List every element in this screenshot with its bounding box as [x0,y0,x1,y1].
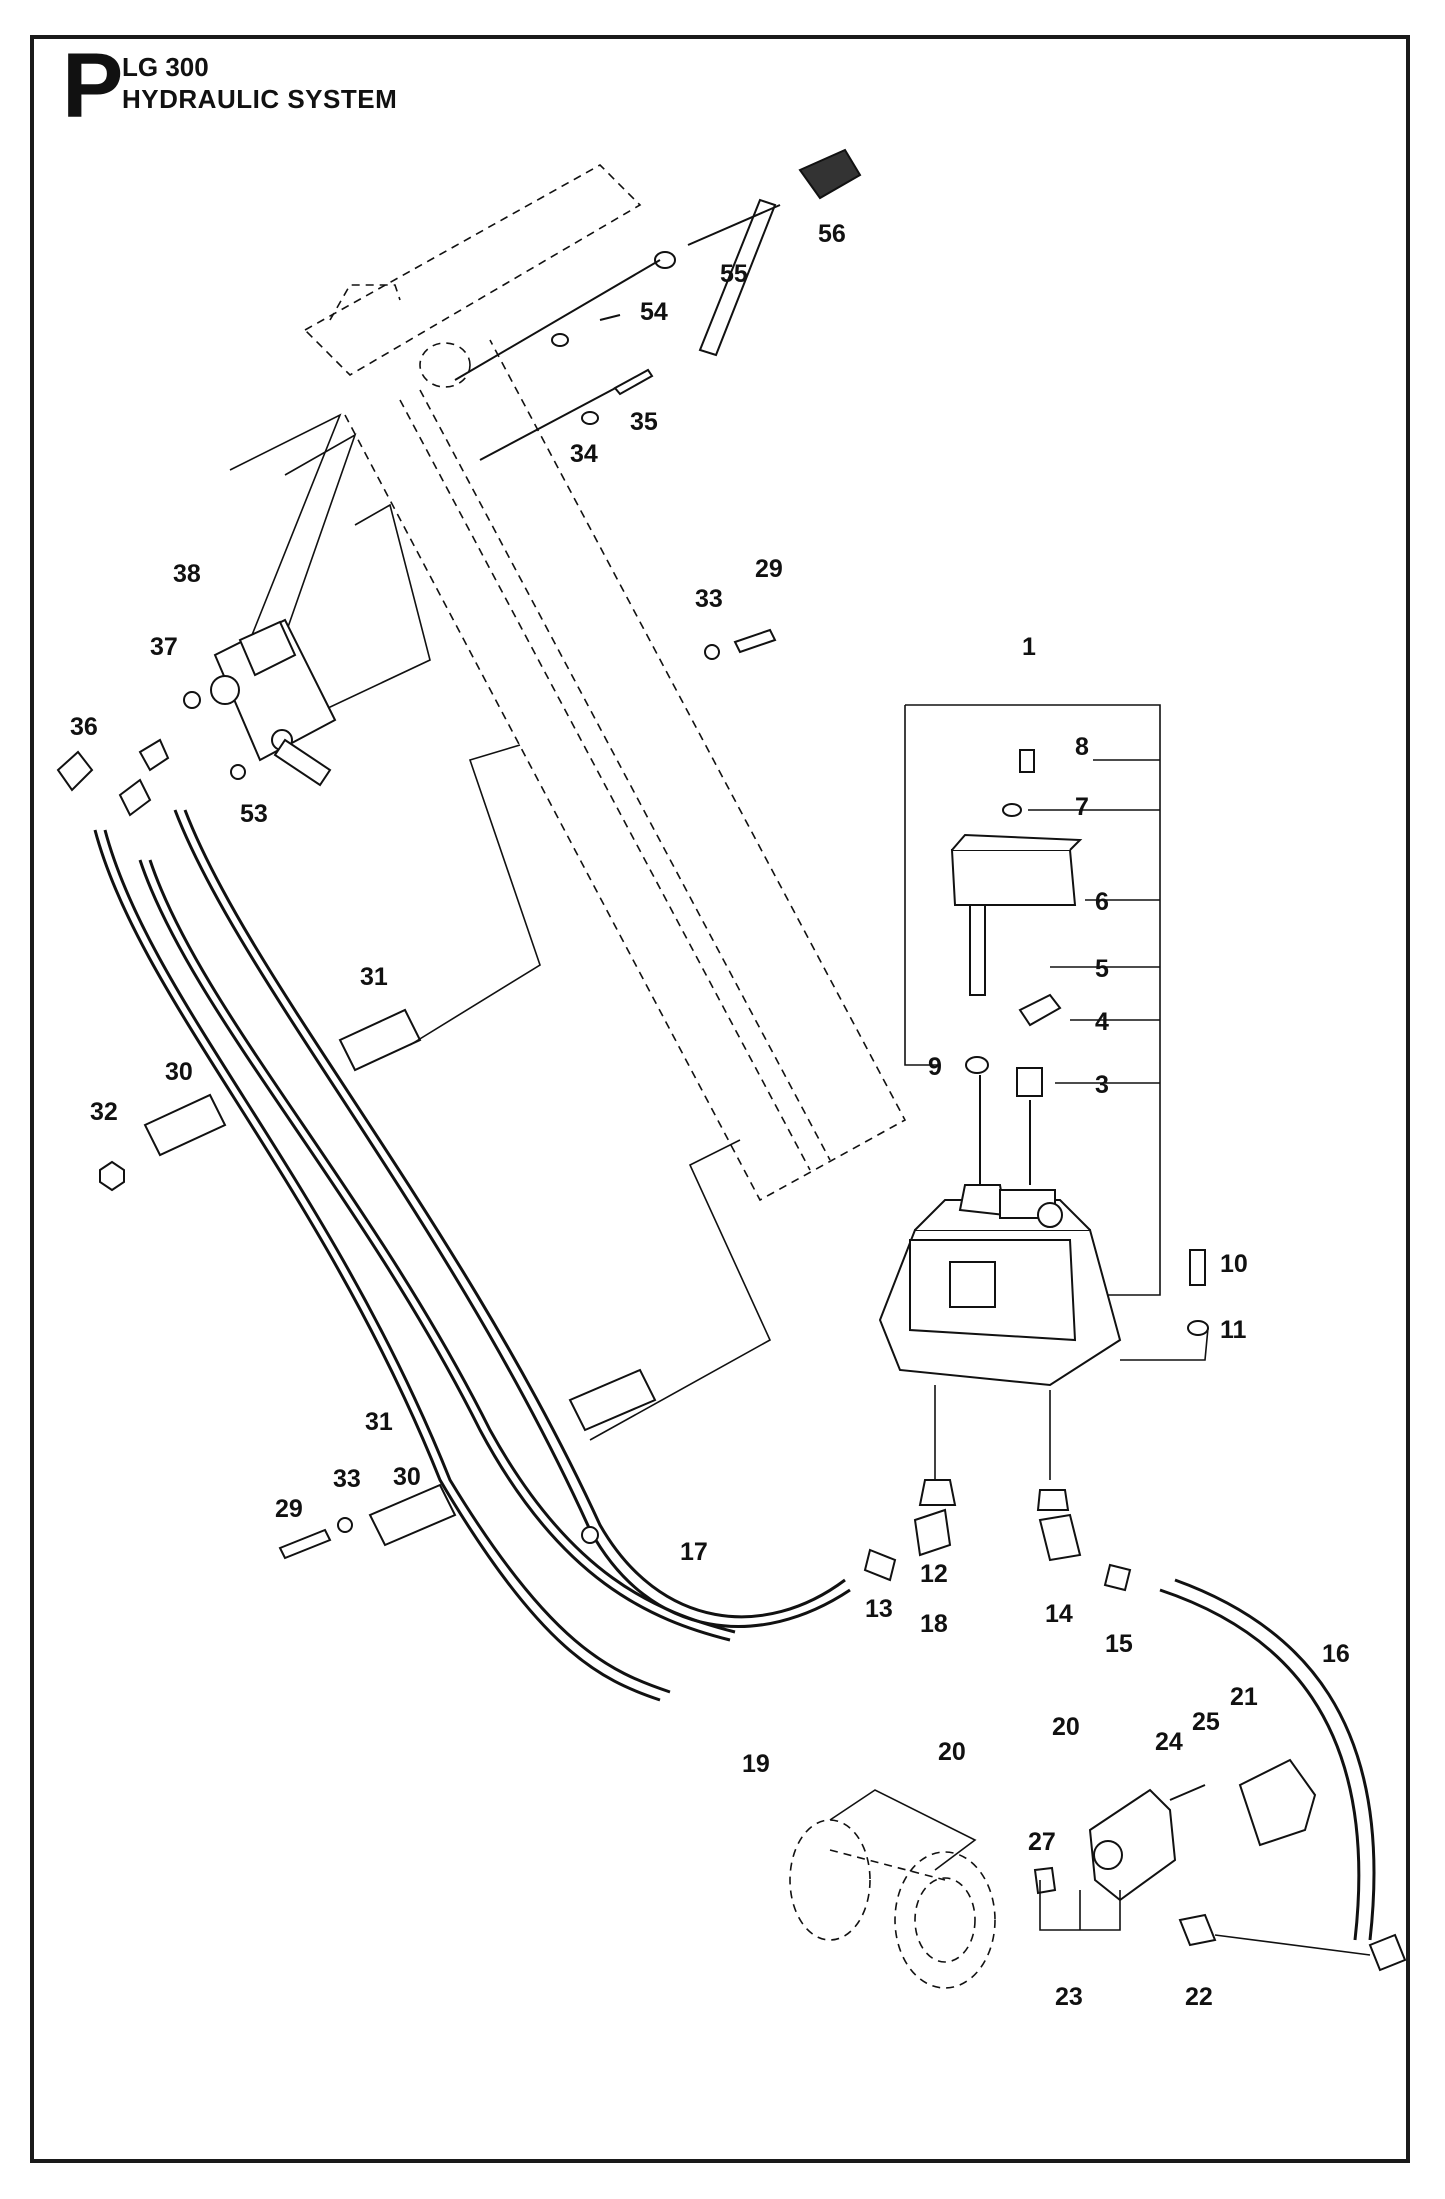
callout-20-left: 20 [938,1738,966,1766]
hydraulic-hoses [93,809,851,1702]
model-name: LG 300 [122,52,209,82]
callout-3: 3 [1095,1071,1109,1099]
pump-housing [878,704,1161,1387]
control-valve [183,618,337,787]
section-letter: P [62,35,124,137]
callout-33-bottom: 33 [333,1465,361,1493]
callout-30-left: 30 [165,1058,193,1086]
callout-10: 10 [1220,1250,1248,1278]
system-title: HYDRAULIC SYSTEM [122,84,398,114]
callout-53: 53 [240,800,268,828]
callout-27: 27 [1028,1828,1056,1856]
callout-34: 34 [570,440,598,468]
callout-13: 13 [865,1595,893,1623]
callout-9: 9 [928,1053,942,1081]
callout-30-bottom: 30 [393,1463,421,1491]
hose-clamps [99,1008,657,1547]
callout-56: 56 [818,220,846,248]
callout-18: 18 [920,1610,948,1638]
drive-wheels-dashed [789,1789,996,1989]
callout-19: 19 [742,1750,770,1778]
callout-15: 15 [1105,1630,1133,1658]
callout-5: 5 [1095,955,1109,983]
callout-38: 38 [173,560,201,588]
callout-12: 12 [920,1560,948,1588]
connector-lines-valve [229,413,431,741]
fittings-pump-outlet [863,1385,1376,1941]
callout-33: 33 [695,585,723,613]
callout-21: 21 [1230,1683,1258,1711]
callout-29-bottom: 29 [275,1495,303,1523]
callout-11: 11 [1220,1316,1247,1344]
callout-32: 32 [90,1098,118,1126]
callout-1: 1 [1022,633,1036,661]
hydraulic-motor [1033,1758,1407,1972]
callout-22: 22 [1185,1983,1213,2011]
callout-6: 6 [1095,888,1109,916]
frame-outline-dashed [303,164,907,1202]
fittings-36 [56,738,170,817]
callout-55: 55 [720,260,748,288]
small-hardware [278,628,777,1560]
callout-labels: 56 55 54 35 34 38 37 36 53 29 33 1 8 7 6… [70,220,1350,2011]
callout-25: 25 [1192,1708,1220,1736]
callout-31-top: 31 [360,963,388,991]
callout-24: 24 [1155,1728,1183,1756]
callout-23: 23 [1055,1983,1083,2011]
lever-assembly [950,749,1209,1361]
diagram-frame [30,35,1410,2163]
callout-16: 16 [1322,1640,1350,1668]
callout-29: 29 [755,555,783,583]
clamp-leader-lines [409,744,772,1441]
handle-rod [454,148,862,461]
callout-36: 36 [70,713,98,741]
callout-8: 8 [1075,733,1089,761]
callout-17: 17 [680,1538,708,1566]
callout-14: 14 [1045,1600,1073,1628]
callout-31-bottom: 31 [365,1408,393,1436]
callout-4: 4 [1095,1008,1109,1036]
callout-35: 35 [630,408,658,436]
callout-7: 7 [1075,793,1089,821]
callout-20-right: 20 [1052,1713,1080,1741]
callout-54: 54 [640,298,668,326]
callout-37: 37 [150,633,178,661]
